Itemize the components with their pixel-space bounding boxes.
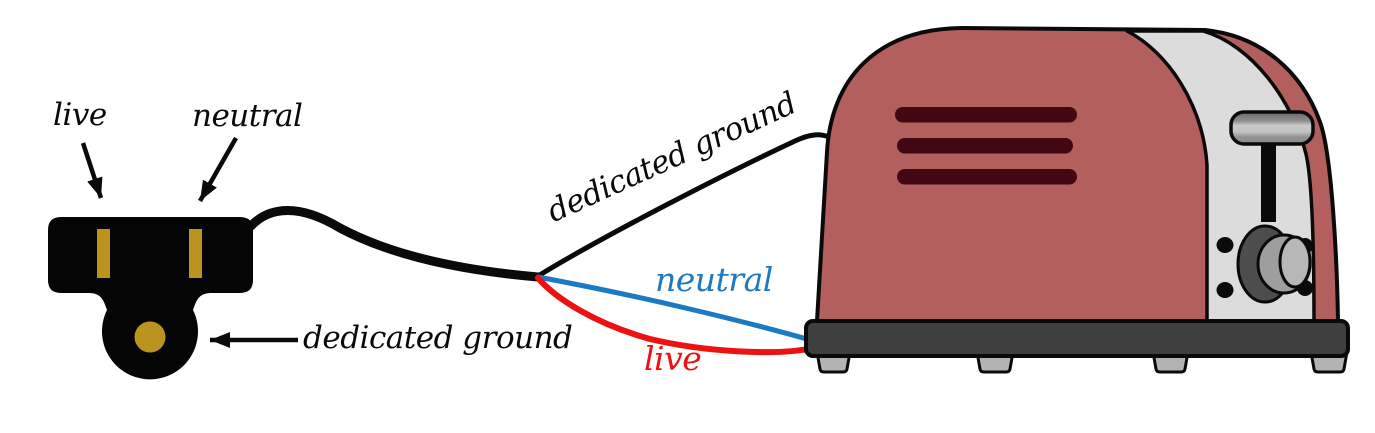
live-arrow [80, 142, 104, 199]
live-prong [97, 229, 110, 278]
neutral-prong [189, 229, 202, 278]
plug-body [48, 217, 253, 380]
vent-slot [897, 138, 1073, 154]
live-wire-label: live [644, 339, 702, 378]
mounting-dot [1216, 237, 1234, 253]
lever-handle [1229, 110, 1315, 146]
plug-live-label: live [53, 97, 107, 133]
plug-ground-label: dedicated ground [303, 320, 573, 356]
plug-neutral-label: neutral [192, 98, 303, 134]
neutral-arrow [198, 136, 238, 203]
lever-stem [1261, 140, 1276, 222]
neutral-wire [535, 274, 817, 344]
mounting-dot [1216, 282, 1234, 298]
vent-slot [895, 107, 1077, 123]
ground-pin [134, 321, 166, 353]
vent-slot [897, 169, 1077, 185]
ground-wire [535, 132, 832, 279]
power-cable [246, 206, 543, 282]
neutral-wire-label: neutral [655, 260, 773, 299]
live-wire [535, 275, 816, 356]
browning-knob-cap [1278, 235, 1312, 289]
toaster-base [804, 319, 1350, 358]
